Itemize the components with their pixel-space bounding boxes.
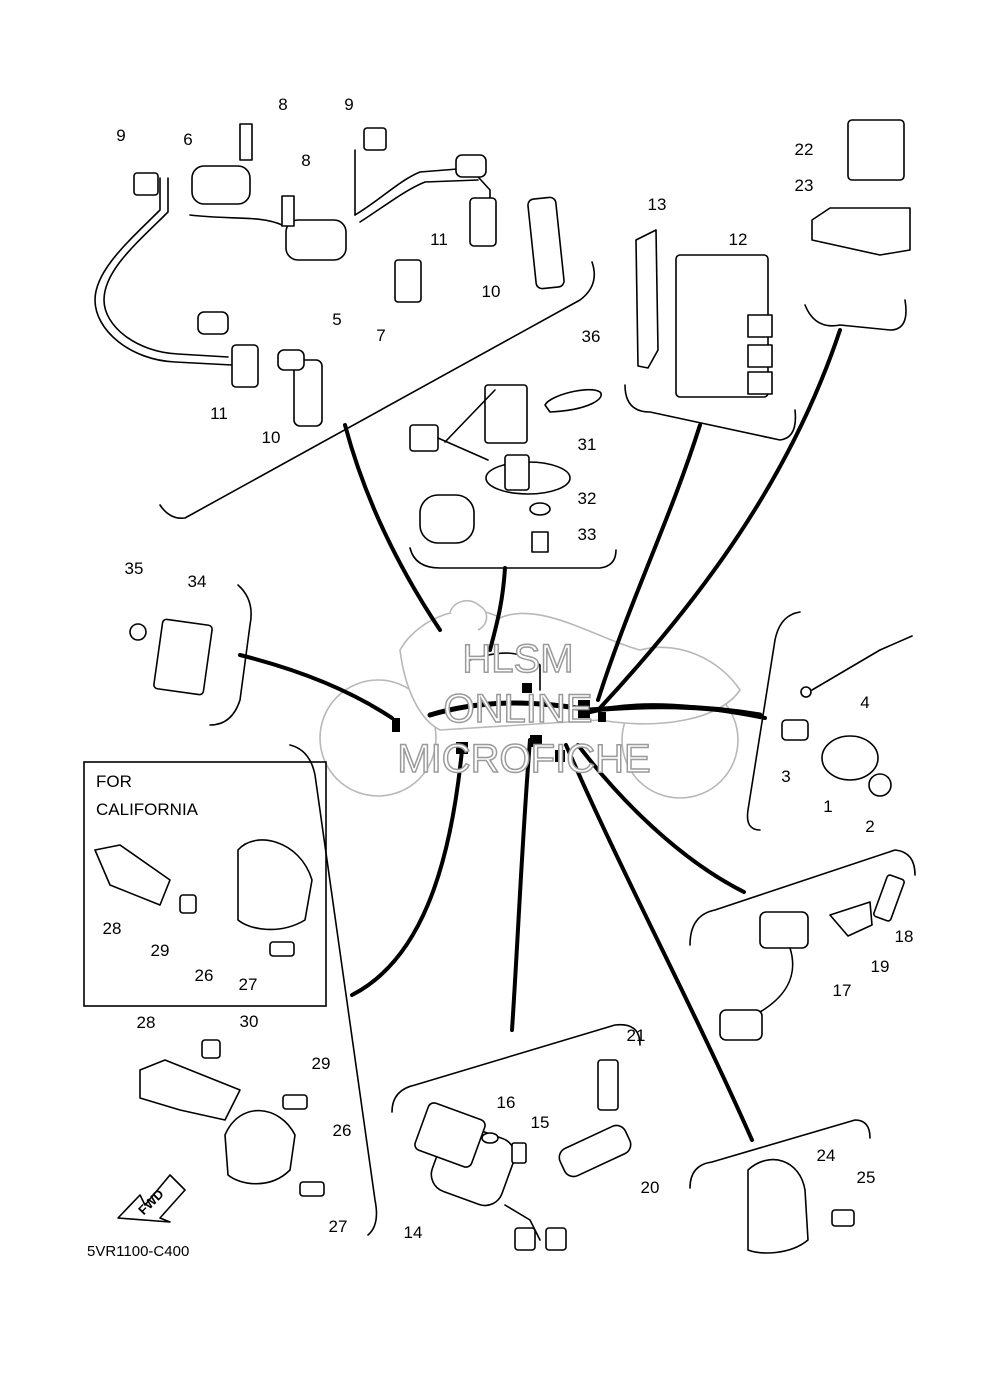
group-frames [159, 261, 916, 1236]
diagram-code: 5VR1100-C400 [87, 1243, 189, 1260]
crank-sensor [719, 874, 905, 1041]
callout-c-35: 35 [125, 559, 144, 578]
callout-c-19: 19 [871, 957, 890, 976]
callout-c-10b: 10 [262, 428, 281, 447]
callout-c-1: 1 [823, 797, 832, 816]
watermark-line2: ONLINE [444, 687, 593, 731]
inset-title-line1: FOR [96, 772, 132, 791]
callout-c-10a: 10 [482, 282, 501, 301]
callout-c-11a: 11 [430, 230, 448, 249]
callout-c-12: 12 [729, 230, 748, 249]
horn-left [139, 1039, 325, 1197]
callout-c-21: 21 [627, 1026, 646, 1045]
callout-c-23: 23 [795, 176, 814, 195]
callout-c-16: 16 [497, 1093, 516, 1112]
callout-c-9a: 9 [116, 126, 125, 145]
wire-harness [238, 328, 842, 1142]
callout-c-20: 20 [641, 1178, 660, 1197]
callout-c-24: 24 [817, 1146, 836, 1165]
callout-c-33: 33 [578, 525, 597, 544]
ecu-and-relay [635, 119, 911, 398]
callout-c-34: 34 [188, 572, 207, 591]
callout-c-2: 2 [865, 817, 874, 836]
callout-c-26a: 26 [333, 1121, 352, 1140]
callout-c-17: 17 [833, 981, 852, 1000]
callout-c-29a: 29 [312, 1054, 331, 1073]
callout-numbers: 1234567889910101111121314151617181920212… [103, 95, 914, 1242]
motorcycle-silhouette [319, 599, 741, 799]
inset-title-line2: CALIFORNIA [96, 800, 199, 819]
callout-c-29b: 29 [151, 941, 170, 960]
callout-c-3: 3 [781, 767, 790, 786]
callout-c-6: 6 [183, 130, 192, 149]
callout-c-22: 22 [795, 140, 814, 159]
callout-c-7: 7 [376, 326, 385, 345]
callout-c-36: 36 [582, 327, 601, 346]
fuel-sender [409, 384, 602, 553]
reflector [129, 618, 213, 696]
callout-c-27b: 27 [239, 975, 258, 994]
callout-c-30: 30 [240, 1012, 259, 1031]
callout-c-32: 32 [578, 489, 597, 508]
callout-c-5: 5 [332, 310, 341, 329]
callout-c-25: 25 [857, 1168, 876, 1187]
callout-c-26b: 26 [195, 966, 214, 985]
callout-c-14: 14 [404, 1223, 423, 1242]
fwd-arrow: FWD [117, 1174, 186, 1223]
callout-c-8b: 8 [301, 151, 310, 170]
main-switch [781, 635, 913, 797]
callout-c-28a: 28 [137, 1013, 156, 1032]
watermark: HLSM ONLINE MICROFICHE [397, 636, 652, 782]
california-inset [83, 761, 327, 1007]
starter-motor [414, 1059, 632, 1251]
callout-c-28b: 28 [103, 919, 122, 938]
callout-c-9b: 9 [344, 95, 353, 114]
callout-c-27a: 27 [329, 1217, 348, 1236]
callout-c-31: 31 [578, 435, 597, 454]
callout-c-15: 15 [531, 1113, 550, 1132]
callout-c-8a: 8 [278, 95, 287, 114]
ignition-coil-assembly [94, 123, 565, 427]
watermark-line3: MICROFICHE [397, 737, 650, 781]
callout-c-13: 13 [648, 195, 667, 214]
callout-c-4: 4 [860, 693, 869, 712]
callout-c-18: 18 [895, 927, 914, 946]
callout-c-11b: 11 [210, 404, 228, 423]
watermark-line1: HLSM [462, 637, 573, 681]
horn-right [747, 1158, 855, 1254]
